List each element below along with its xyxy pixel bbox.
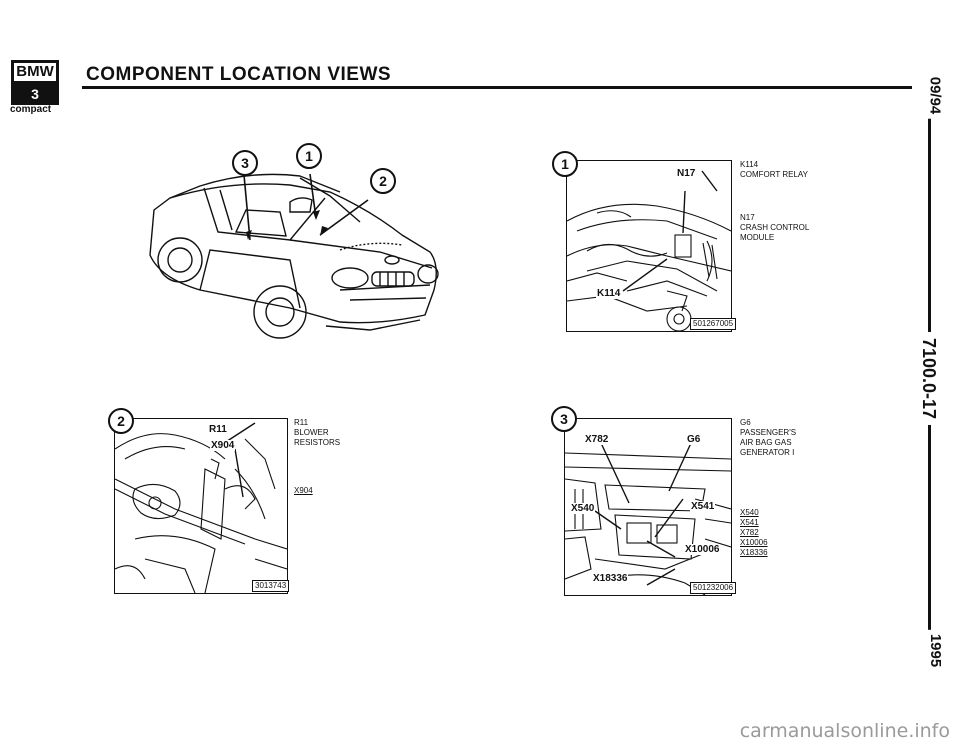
panel-1-photo [566, 160, 732, 332]
panel-2-legend-x904: X904 [294, 486, 313, 495]
panel-1-number: 1 [552, 151, 578, 177]
panel-2-label-x904: X904 [210, 440, 236, 451]
panel-3-connector-list: X540 X541 X782 X10006 X18336 [740, 508, 768, 558]
panel-2-label-r11: R11 [208, 424, 228, 435]
margin-page-number: 7100.0-17 [916, 331, 942, 426]
panel-1-drawing [567, 170, 731, 331]
panel-3-number: 3 [551, 406, 577, 432]
bmw-compact-logo: BMW 3 compact [8, 60, 72, 115]
connector-x541: X541 [740, 518, 759, 527]
panel-1-label-n17: N17 [676, 168, 697, 179]
connector-x10006: X10006 [740, 538, 768, 547]
panel-2-drawing [115, 422, 287, 593]
connector-x18336: X18336 [740, 548, 768, 557]
panel-2-ref: 3013743 [252, 580, 290, 592]
panel-1-legend-k114: K114 COMFORT RELAY [740, 160, 809, 179]
margin-year: 1995 [925, 629, 947, 672]
panel-3-label-x18336: X18336 [592, 573, 629, 584]
panel-1-label-k114: K114 [596, 288, 622, 299]
logo-series: 3 [11, 83, 59, 105]
panel-2-legend-r11: R11 BLOWER RESISTORS [294, 418, 341, 447]
connector-x540: X540 [740, 508, 759, 517]
panel-2-photo [114, 418, 288, 594]
panel-1-ref: 501267005 [690, 318, 737, 330]
panel-3-legend-g6: G6 PASSENGER'S AIR BAG GAS GENERATOR I [740, 418, 797, 457]
panel-3-label-x782: X782 [584, 434, 610, 445]
panel-3-label-x10006: X10006 [684, 544, 721, 555]
panel-3-label-g6: G6 [686, 434, 702, 445]
logo-brand: BMW [11, 60, 59, 84]
panel-3-label-x541: X541 [690, 501, 716, 512]
margin-date: 09/94 [924, 72, 946, 119]
watermark: carmanualsonline.info [739, 720, 950, 742]
panel-3-label-x540: X540 [570, 503, 596, 514]
panel-3-ref: 501232006 [690, 582, 737, 594]
panel-2-number: 2 [108, 408, 134, 434]
car-overview-illustration [149, 173, 439, 339]
overview-callout-1: 1 [296, 143, 322, 169]
title-rule [82, 86, 912, 89]
logo-subtitle: compact [10, 104, 52, 115]
page-title: COMPONENT LOCATION VIEWS [86, 64, 392, 85]
connector-x782: X782 [740, 528, 759, 537]
overview-callout-2: 2 [370, 168, 396, 194]
panel-1-legend-n17: N17 CRASH CONTROL MODULE [740, 213, 810, 242]
overview-callout-3: 3 [232, 150, 258, 176]
